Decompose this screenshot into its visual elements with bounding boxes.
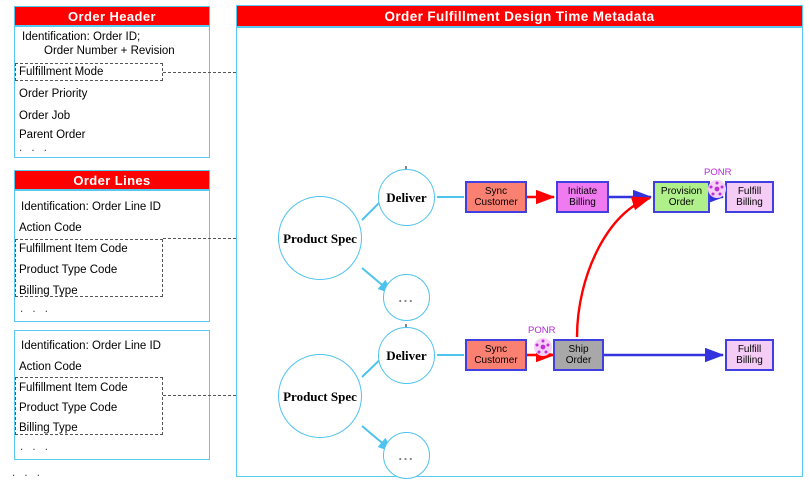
- order-line-1-product-type-code: Product Type Code: [19, 264, 118, 276]
- node-initiate-billing[interactable]: Initiate Billing: [556, 181, 609, 213]
- order-line-2-product-type-code: Product Type Code: [19, 402, 118, 414]
- node-sync-customer-top[interactable]: Sync Customer: [465, 181, 527, 213]
- node-provision-order-label: Provision Order: [660, 185, 703, 209]
- node-fulfill-billing-top[interactable]: Fulfill Billing: [725, 181, 774, 213]
- circle-dots-bottom-label: ...: [398, 447, 415, 463]
- node-sync-customer-bottom-label: Sync Customer: [474, 343, 518, 367]
- order-header-title: Order Header: [68, 8, 156, 24]
- order-header-field-order-job: Order Job: [19, 110, 71, 122]
- order-line-2-ellipsis: . . .: [20, 441, 51, 453]
- ponr-burst-icon-top: [708, 180, 726, 198]
- node-provision-order[interactable]: Provision Order: [653, 181, 710, 213]
- node-fulfill-billing-bottom-label: Fulfill Billing: [736, 343, 763, 367]
- order-header-field-order-priority: Order Priority: [19, 88, 88, 100]
- connector-order-line-2-horizontal: [163, 395, 276, 396]
- order-line-1-action-code: Action Code: [19, 222, 82, 234]
- ponr-burst-icon-bottom: [534, 338, 552, 356]
- arrow-ship-order-to-provision: [575, 196, 652, 338]
- order-line-1-identification: Identification: Order Line ID: [21, 201, 161, 213]
- main-title-bar: Order Fulfillment Design Time Metadata: [236, 5, 803, 27]
- node-ship-order-label: Ship Order: [565, 343, 592, 367]
- node-sync-customer-bottom[interactable]: Sync Customer: [465, 339, 527, 371]
- circle-product-spec-bottom[interactable]: Product Spec: [278, 354, 362, 438]
- flow-canvas: Product Spec Product Spec Deliver ... De…: [236, 6, 803, 479]
- order-line-2-action-code: Action Code: [19, 361, 82, 373]
- order-header-field-fulfillment-mode: Fulfillment Mode: [19, 66, 104, 78]
- order-lines-title-bar: Order Lines: [14, 170, 210, 190]
- node-initiate-billing-label: Initiate Billing: [567, 185, 598, 209]
- order-line-2-highlight-box: [15, 377, 163, 435]
- main-title: Order Fulfillment Design Time Metadata: [384, 8, 655, 24]
- order-lines-outer-ellipsis: . . .: [12, 467, 43, 479]
- circle-product-spec-top-label: Product Spec: [283, 230, 357, 246]
- order-line-2-fulfillment-item-code: Fulfillment Item Code: [19, 382, 128, 394]
- order-line-2-identification: Identification: Order Line ID: [21, 340, 161, 352]
- circle-dots-bottom[interactable]: ...: [383, 432, 430, 479]
- order-line-1-ellipsis: . . .: [20, 303, 51, 315]
- order-line-1-highlight-box: [15, 239, 163, 297]
- order-header-ellipsis: . . .: [19, 142, 50, 154]
- order-header-field-parent-order: Parent Order: [19, 129, 86, 141]
- circle-product-spec-bottom-label: Product Spec: [283, 388, 357, 404]
- order-header-field-order-number: Order Number + Revision: [44, 45, 175, 57]
- circle-deliver-bottom-label: Deliver: [386, 347, 427, 363]
- ponr-label-top: PONR: [704, 167, 732, 178]
- order-header-title-bar: Order Header: [14, 6, 210, 26]
- order-lines-panel-1: [14, 190, 210, 322]
- node-fulfill-billing-bottom[interactable]: Fulfill Billing: [725, 339, 774, 371]
- circle-dots-top-label: ...: [398, 289, 415, 305]
- order-line-1-billing-type: Billing Type: [19, 285, 78, 297]
- node-sync-customer-top-label: Sync Customer: [474, 185, 518, 209]
- circle-deliver-top[interactable]: Deliver: [378, 169, 435, 226]
- order-header-highlight-box: [15, 63, 163, 81]
- connector-order-line-1-horizontal: [163, 238, 276, 239]
- circle-dots-top[interactable]: ...: [383, 274, 430, 321]
- circle-deliver-top-label: Deliver: [386, 189, 427, 205]
- node-ship-order[interactable]: Ship Order: [553, 339, 604, 371]
- order-lines-title: Order Lines: [73, 172, 151, 188]
- order-line-1-fulfillment-item-code: Fulfillment Item Code: [19, 243, 128, 255]
- circle-product-spec-top[interactable]: Product Spec: [278, 196, 362, 280]
- circle-deliver-bottom[interactable]: Deliver: [378, 327, 435, 384]
- order-line-2-billing-type: Billing Type: [19, 422, 78, 434]
- ponr-label-bottom: PONR: [528, 325, 556, 336]
- node-fulfill-billing-top-label: Fulfill Billing: [736, 185, 763, 209]
- order-header-field-identification: Identification: Order ID;: [22, 31, 141, 43]
- order-header-panel: [14, 26, 210, 158]
